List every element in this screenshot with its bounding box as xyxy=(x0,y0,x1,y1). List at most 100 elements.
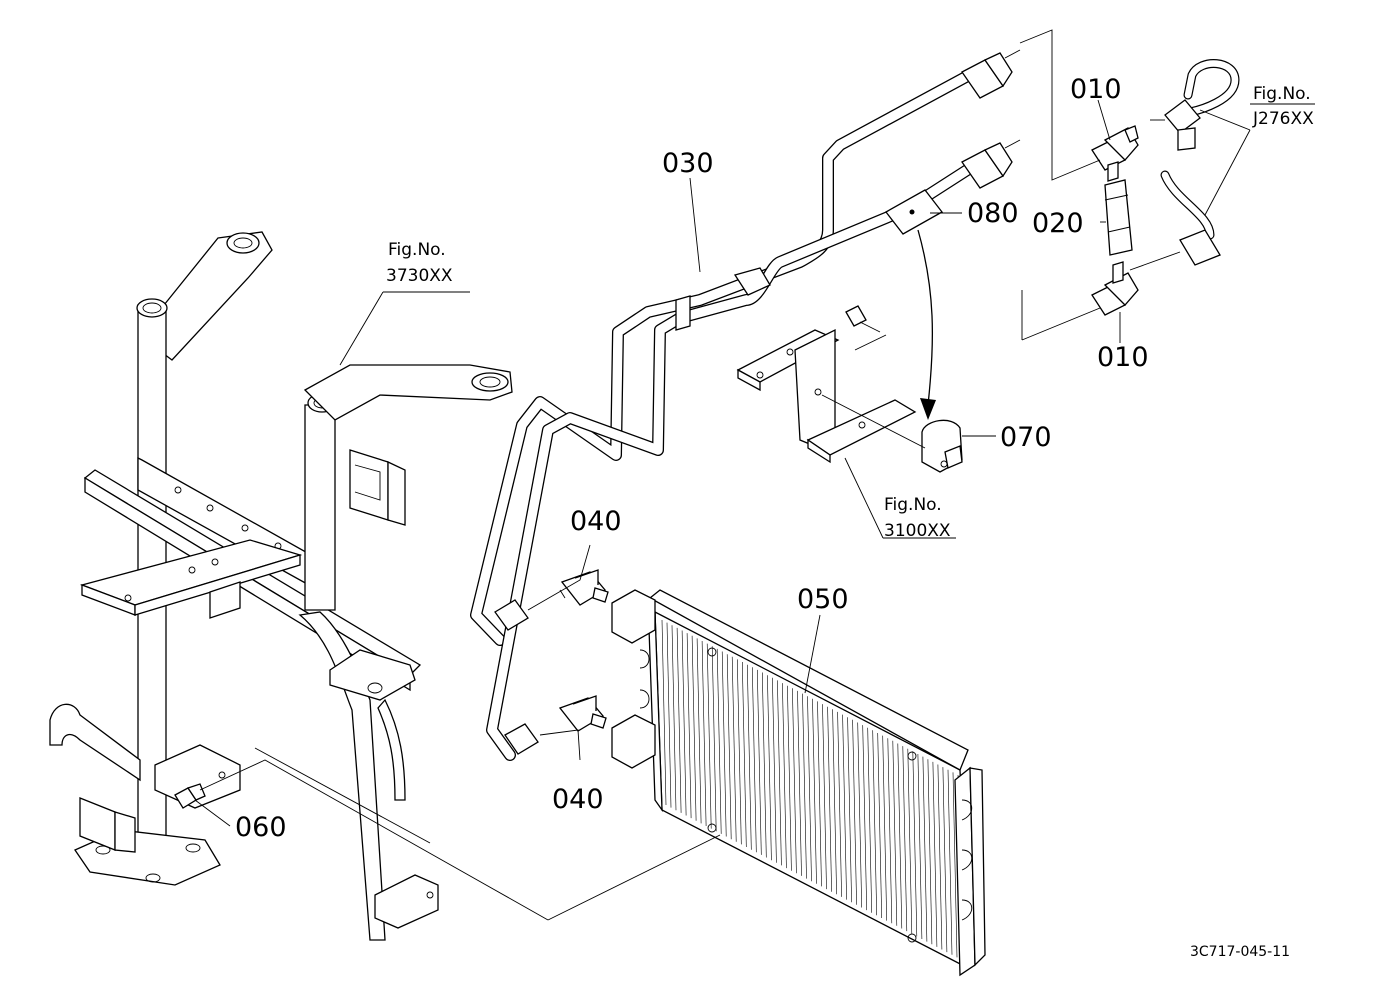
oil-cooler-050 xyxy=(611,589,986,977)
cooler-fin xyxy=(711,646,717,832)
cooler-fin xyxy=(947,769,953,955)
hose-loop-j276 xyxy=(1160,59,1240,266)
cooler-fin xyxy=(686,633,692,819)
callout-080: 080 xyxy=(967,198,1019,229)
fig-ref-j276-line1: Fig.No. xyxy=(1253,84,1311,104)
connector-020 xyxy=(1104,179,1133,256)
cooler-fin xyxy=(782,683,787,869)
callout-leaders xyxy=(194,99,1315,827)
cooler-fin xyxy=(867,727,872,913)
callout-070: 070 xyxy=(1000,422,1052,453)
cooler-fin xyxy=(737,659,742,845)
fig-ref-3730-line1: Fig.No. xyxy=(388,240,446,260)
cooler-fin xyxy=(767,675,772,861)
pipe-clamp xyxy=(733,267,771,296)
cooler-fin xyxy=(752,667,757,853)
cooler-fin xyxy=(882,735,887,921)
oil-pipe-030 xyxy=(470,66,981,646)
cooler-fin xyxy=(902,746,908,932)
pipe-nut-lower xyxy=(961,139,1021,189)
cooler-fin xyxy=(837,711,842,897)
hose-sleeve-080 xyxy=(885,189,943,235)
cooler-fin xyxy=(706,643,712,829)
cooler-fin xyxy=(747,664,752,850)
cooler-fin xyxy=(701,640,707,827)
cooler-fin xyxy=(817,701,822,887)
fig-ref-j276-line2: J276XX xyxy=(1252,109,1314,129)
cooler-fin xyxy=(671,625,677,811)
elbow-fitting-040-upper xyxy=(559,569,609,606)
cooler-fin xyxy=(877,732,882,919)
figure-references: Fig.No. J276XX Fig.No. 3730XX Fig.No. 31… xyxy=(386,84,1314,541)
cooler-fin xyxy=(922,756,928,942)
cooler-fin xyxy=(812,698,817,884)
reference-lines xyxy=(199,29,1181,921)
cooler-fin xyxy=(937,764,943,950)
cooler-fin xyxy=(772,677,777,863)
cooler-fin xyxy=(822,704,827,890)
callout-060: 060 xyxy=(235,812,287,843)
tee-fitting-010-upper xyxy=(1091,125,1139,182)
callout-050: 050 xyxy=(797,584,849,615)
assembly-arrow xyxy=(917,229,934,406)
callout-040-upper: 040 xyxy=(570,506,622,537)
callout-030: 030 xyxy=(662,148,714,179)
cooler-fin xyxy=(952,772,958,958)
cooler-fin xyxy=(757,669,762,855)
cooler-fin xyxy=(721,651,727,837)
cooler-fin xyxy=(857,722,862,908)
drawing-code: 3C717-045-11 xyxy=(1190,944,1290,960)
cooler-fin xyxy=(907,748,913,934)
cooler-fin xyxy=(797,690,802,876)
callout-040-lower: 040 xyxy=(552,784,604,815)
callout-020: 020 xyxy=(1032,208,1084,239)
cooler-fin xyxy=(842,714,847,900)
cooler-fin xyxy=(852,719,857,905)
cooler-fin xyxy=(862,725,867,911)
cooler-fin xyxy=(787,685,792,871)
cooler-fin xyxy=(917,753,923,940)
cooler-fin xyxy=(726,654,732,840)
frame-structure xyxy=(49,231,513,941)
cooler-fin xyxy=(802,693,807,879)
pipe-clamp-070 xyxy=(921,419,963,473)
sensor-060 xyxy=(174,783,206,809)
cooler-fin xyxy=(892,740,898,926)
cooler-fin xyxy=(742,661,747,848)
cooler-fin xyxy=(927,759,933,945)
cooler-fin xyxy=(932,761,938,947)
cooler-fin xyxy=(887,738,893,924)
callout-010-upper: 010 xyxy=(1070,74,1122,105)
cooler-fin xyxy=(666,622,672,808)
cooler-fin xyxy=(762,672,767,858)
callout-labels: 010 010 020 030 040 040 050 060 070 080 xyxy=(235,74,1149,843)
cooler-fin xyxy=(661,619,667,806)
cooler-fin xyxy=(691,635,697,821)
cooler-fin xyxy=(681,630,687,816)
tee-fitting-010-lower xyxy=(1091,261,1139,316)
bolt xyxy=(845,305,881,333)
cooler-fin xyxy=(832,709,837,895)
pipe-nut-upper xyxy=(961,49,1021,99)
cooler-fin xyxy=(897,743,903,929)
fig-ref-3730-line2: 3730XX xyxy=(386,266,453,286)
oil-pipe-080 xyxy=(486,159,981,761)
elbow-fitting-040-lower xyxy=(558,695,607,732)
callout-010-lower: 010 xyxy=(1097,342,1149,373)
cooler-fin xyxy=(676,627,682,813)
fig-ref-3100-line2: 3100XX xyxy=(884,521,951,541)
cooler-fin xyxy=(827,706,832,892)
cooler-fin xyxy=(912,751,918,937)
cooler-fin xyxy=(716,648,722,834)
cooler-fin xyxy=(696,638,702,824)
mounting-bracket-3100 xyxy=(736,328,917,464)
cooler-fin xyxy=(942,767,948,953)
cooler-fin xyxy=(731,656,737,842)
cooler-fin xyxy=(807,696,812,882)
fig-ref-3100-line1: Fig.No. xyxy=(884,495,942,515)
cooler-fin xyxy=(847,717,852,903)
cooler-fin xyxy=(777,680,782,866)
cooler-fin xyxy=(792,688,797,874)
